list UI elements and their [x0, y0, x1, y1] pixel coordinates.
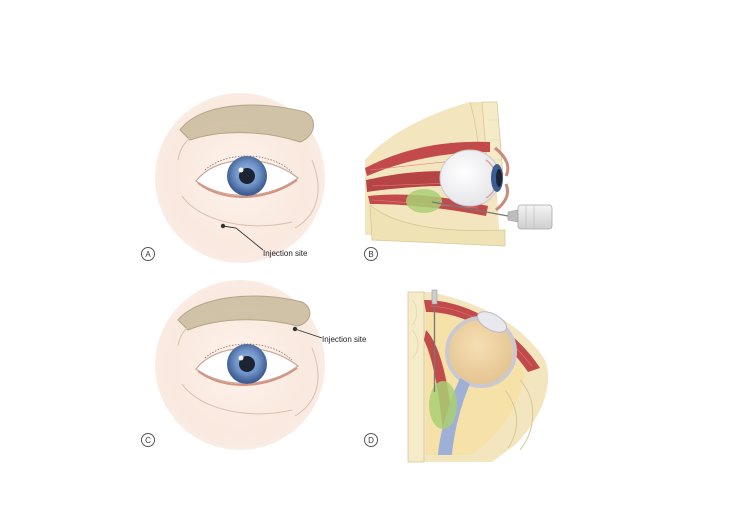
syringe — [507, 204, 553, 230]
needle-hub-d — [431, 289, 438, 305]
injection-site-label-a: Injection site — [263, 249, 308, 258]
panel-d-axial — [407, 289, 549, 463]
anesthetic-spread-d — [429, 381, 457, 429]
leader-line-a — [222, 225, 264, 251]
pupil — [239, 356, 255, 372]
panel-b-sagittal — [365, 101, 553, 247]
panel-c-face — [155, 280, 325, 450]
lateral-muscle — [424, 300, 540, 372]
panel-letter-c: C — [141, 433, 155, 447]
svg-text:A: A — [145, 250, 151, 259]
pupil — [239, 168, 255, 184]
svg-text:D: D — [368, 436, 374, 445]
panel-letter-d: D — [364, 433, 378, 447]
panel-a-face — [155, 93, 325, 263]
anesthetic-spread-b — [406, 189, 442, 213]
eyebrow — [179, 104, 314, 143]
svg-text:C: C — [145, 436, 151, 445]
svg-text:B: B — [368, 250, 373, 259]
injection-site-label-c: Injection site — [322, 335, 367, 344]
needle-b — [431, 201, 509, 217]
panel-letter-a: A — [141, 247, 155, 261]
superior-rectus — [365, 141, 490, 176]
leader-line-c — [294, 328, 323, 339]
panel-letter-b: B — [364, 247, 378, 261]
eyebrow — [177, 295, 311, 331]
